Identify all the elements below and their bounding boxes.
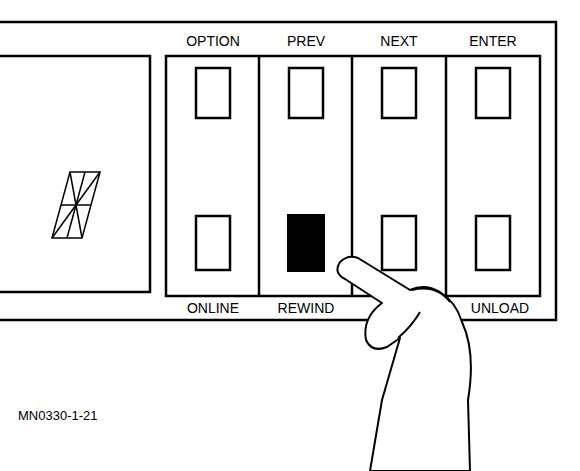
button (196, 216, 230, 270)
button-label: OPTION (186, 34, 240, 48)
display-window (0, 56, 150, 292)
button (196, 68, 230, 118)
button (476, 216, 510, 270)
button (382, 216, 416, 270)
button-label: NEXT (380, 34, 417, 48)
button-label: ENTER (469, 34, 516, 48)
button-label: UNLOAD (471, 301, 529, 315)
figure-number: MN0330-1-21 (18, 409, 98, 422)
button (289, 68, 323, 118)
segment-display (52, 172, 100, 238)
button (382, 68, 416, 118)
pointing-hand (337, 257, 470, 471)
button-label: ONLINE (187, 301, 239, 315)
panel-outline (0, 22, 556, 320)
pressed-button (287, 214, 325, 272)
column-divider (445, 56, 448, 296)
button-label: REWIND (278, 301, 335, 315)
button (476, 68, 510, 118)
button-label: PREV (287, 34, 325, 48)
column-divider (258, 56, 261, 296)
